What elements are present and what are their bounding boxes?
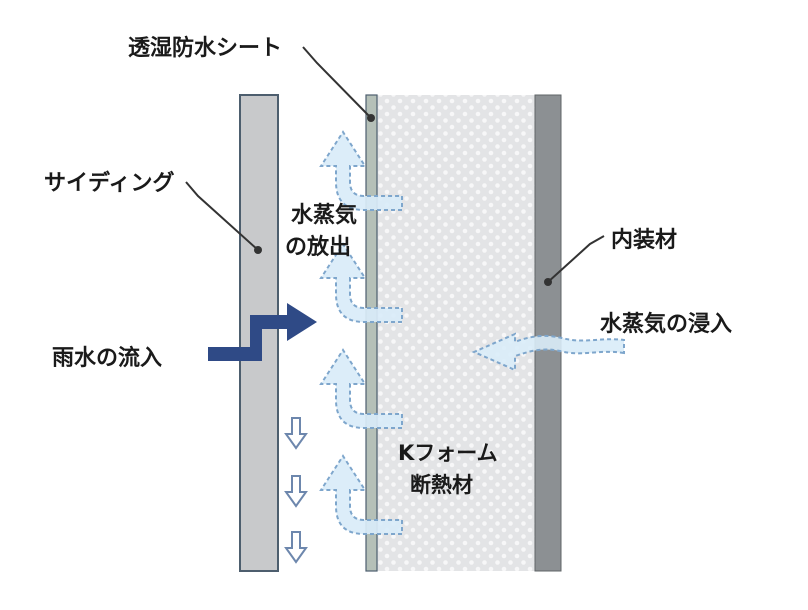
drip-arrows bbox=[284, 417, 308, 564]
leader-dot-siding bbox=[254, 246, 262, 254]
label-membrane: 透湿防水シート bbox=[128, 36, 282, 61]
label-vapor-intrusion: 水蒸気の浸入 bbox=[600, 311, 732, 337]
drip-arrow-3 bbox=[284, 531, 308, 564]
label-siding: サイディング bbox=[44, 170, 174, 196]
vapor-arrow-1 bbox=[319, 130, 403, 211]
leader-dot-membrane bbox=[367, 114, 375, 122]
rain-inflow-arrow bbox=[208, 303, 317, 361]
leader-dot-interior bbox=[544, 278, 552, 286]
label-rain-inflow: 雨水の流入 bbox=[52, 345, 162, 371]
drip-arrow-2 bbox=[284, 475, 308, 508]
membrane-sheet bbox=[365, 94, 378, 572]
leader-interior bbox=[547, 235, 605, 283]
leader-siding bbox=[185, 181, 259, 251]
vapor-arrow-4 bbox=[319, 454, 403, 535]
insulation-panel bbox=[377, 95, 535, 571]
vapor-arrow-2 bbox=[319, 242, 403, 323]
leader-lines bbox=[185, 46, 605, 283]
drip-arrow-1 bbox=[284, 417, 308, 450]
vapor-arrow-3 bbox=[319, 348, 403, 429]
label-vapor-release-2: の放出 bbox=[285, 234, 351, 260]
label-insulation-1: Kフォーム bbox=[398, 441, 498, 465]
label-vapor-release-1: 水蒸気 bbox=[291, 202, 357, 228]
interior-panel bbox=[534, 94, 562, 572]
label-insulation-2: 断熱材 bbox=[410, 473, 473, 497]
label-interior: 内装材 bbox=[611, 228, 677, 253]
vapor-intrusion-arrow bbox=[471, 332, 625, 372]
leader-membrane bbox=[302, 46, 372, 119]
vapor-release-arrows bbox=[319, 130, 403, 535]
